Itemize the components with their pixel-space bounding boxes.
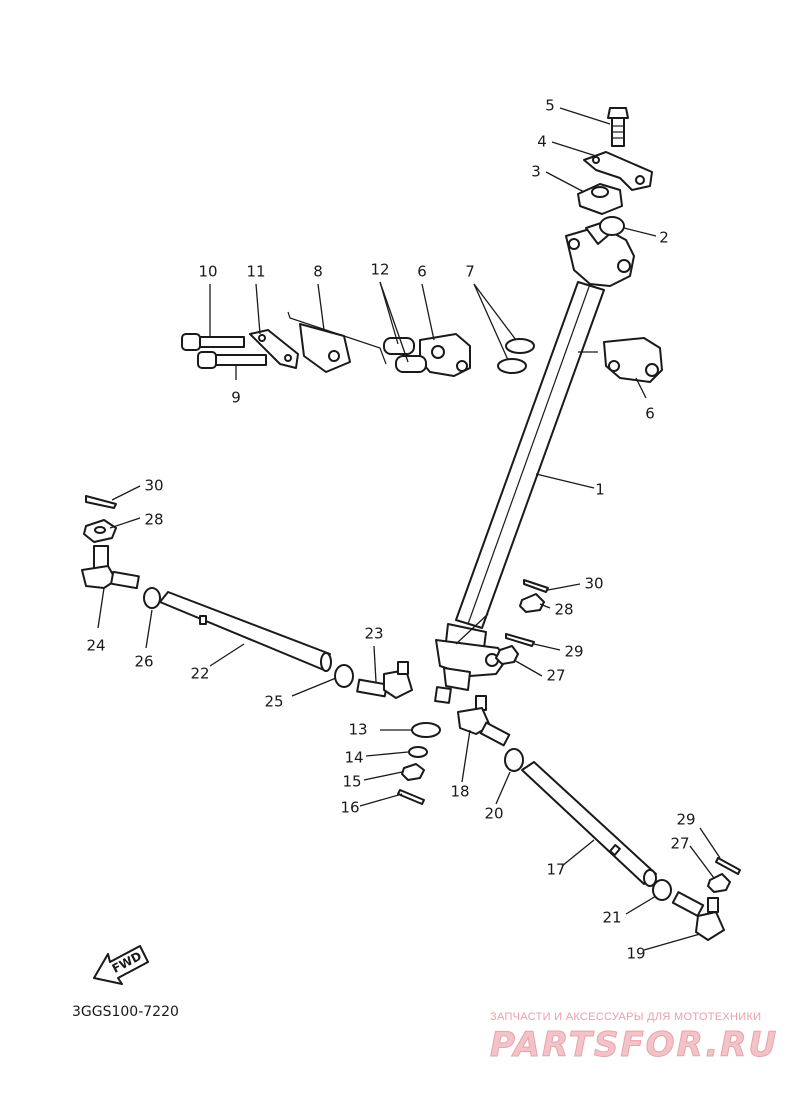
callout-14: 14 bbox=[344, 749, 363, 767]
callout-29-center: 29 bbox=[564, 643, 583, 661]
nut-15 bbox=[401, 763, 425, 781]
callout-27-center: 27 bbox=[546, 667, 565, 685]
nut-20 bbox=[504, 748, 524, 772]
callout-30-right: 30 bbox=[584, 575, 603, 593]
steering-shaft bbox=[434, 221, 635, 704]
washer-14 bbox=[408, 746, 428, 758]
callout-18: 18 bbox=[450, 783, 469, 801]
bolt-5 bbox=[607, 107, 629, 147]
callout-9: 9 bbox=[231, 389, 241, 407]
callout-3: 3 bbox=[531, 163, 541, 181]
callout-8: 8 bbox=[313, 263, 323, 281]
tie-rod-end-18 bbox=[457, 695, 511, 747]
cotter-pin-29-right bbox=[715, 857, 741, 875]
washer-13 bbox=[411, 722, 441, 738]
washers-7 bbox=[497, 338, 535, 374]
bushing-3 bbox=[577, 183, 623, 215]
drawing-code: 3GGS100-7220 bbox=[72, 1004, 179, 1020]
callout-21: 21 bbox=[602, 909, 621, 927]
washer-2 bbox=[599, 216, 625, 236]
clamp-6-right bbox=[603, 337, 663, 383]
fwd-arrow-icon: FWD bbox=[93, 945, 149, 985]
leader-lines bbox=[97, 107, 721, 951]
clamp-6-left bbox=[419, 333, 471, 377]
callout-19: 19 bbox=[626, 945, 645, 963]
tie-rod-22 bbox=[159, 591, 332, 672]
cotter-pin-30-left bbox=[85, 495, 117, 509]
callout-29-right: 29 bbox=[676, 811, 695, 829]
callout-25: 25 bbox=[264, 693, 283, 711]
nut-26 bbox=[143, 587, 161, 609]
callout-7: 7 bbox=[465, 263, 475, 281]
callout-24: 24 bbox=[86, 637, 105, 655]
plate-11 bbox=[249, 329, 299, 369]
cotter-pin-16 bbox=[397, 789, 425, 805]
callout-17: 17 bbox=[546, 861, 565, 879]
callout-30-left: 30 bbox=[144, 477, 163, 495]
callout-labels: 1 2 3 4 5 6 6 7 8 9 10 11 12 13 14 15 16… bbox=[86, 97, 695, 963]
watermark: ЗАПЧАСТИ И АКСЕССУАРЫ ДЛЯ МОТОТЕХНИКИ PA… bbox=[490, 1011, 778, 1066]
watermark-brand: PARTSFOR.RU bbox=[490, 1025, 778, 1065]
callout-11: 11 bbox=[246, 263, 265, 281]
callout-15: 15 bbox=[342, 773, 361, 791]
callout-16: 16 bbox=[340, 799, 359, 817]
tie-rod-end-24 bbox=[81, 545, 140, 590]
callout-12: 12 bbox=[370, 261, 389, 279]
callout-27-right: 27 bbox=[670, 835, 689, 853]
callout-6-top: 6 bbox=[417, 263, 427, 281]
cotter-pin-30-right bbox=[523, 579, 549, 593]
tie-rod-end-19 bbox=[671, 891, 725, 941]
nut-28-right bbox=[519, 593, 545, 613]
nut-27-right bbox=[707, 873, 731, 893]
callout-28-left: 28 bbox=[144, 511, 163, 529]
cable-bracket-8 bbox=[287, 311, 387, 373]
callout-20: 20 bbox=[484, 805, 503, 823]
callout-23: 23 bbox=[364, 625, 383, 643]
watermark-tagline: ЗАПЧАСТИ И АКСЕССУАРЫ ДЛЯ МОТОТЕХНИКИ bbox=[490, 1011, 761, 1023]
bolt-9 bbox=[197, 351, 267, 369]
callout-10: 10 bbox=[198, 263, 217, 281]
callout-28-right: 28 bbox=[554, 601, 573, 619]
bolt-10 bbox=[181, 333, 245, 351]
nut-28-left bbox=[83, 519, 117, 543]
tie-rod-end-23 bbox=[356, 661, 413, 699]
callout-4: 4 bbox=[537, 133, 547, 151]
callout-1: 1 bbox=[595, 481, 605, 499]
collars-12 bbox=[383, 337, 427, 373]
tie-rod-17 bbox=[521, 761, 657, 887]
lock-plate-4 bbox=[583, 151, 653, 191]
callout-22: 22 bbox=[190, 665, 209, 683]
callout-13: 13 bbox=[348, 721, 367, 739]
callout-6-right: 6 bbox=[645, 405, 655, 423]
nut-21 bbox=[652, 879, 672, 901]
callout-26: 26 bbox=[134, 653, 153, 671]
callout-2: 2 bbox=[659, 229, 669, 247]
callout-5: 5 bbox=[545, 97, 555, 115]
nut-27-center bbox=[495, 645, 519, 665]
cotter-pin-29-center bbox=[505, 633, 535, 647]
nut-25 bbox=[334, 664, 354, 688]
